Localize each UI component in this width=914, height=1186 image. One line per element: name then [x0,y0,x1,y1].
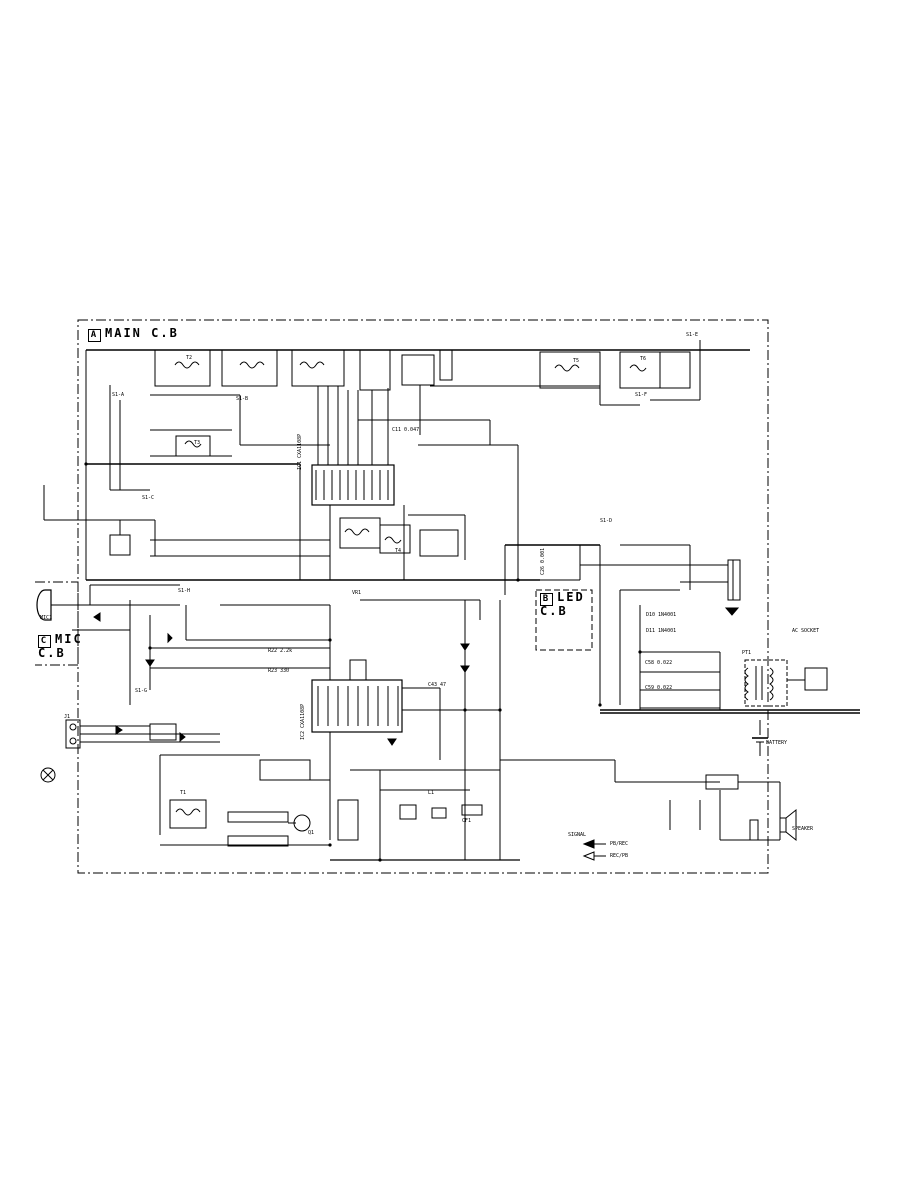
legend-item-1: REC/PB [610,853,629,859]
ic1-label: IC1 CXA1108P [297,433,303,470]
t5-label: T5 [573,358,580,364]
main-board-outline [77,319,769,874]
c58-label: C58 0.022 [645,660,673,666]
left-tuning [43,485,156,556]
rf-section-top-left [109,349,453,491]
t4-label: T4 [395,548,402,554]
q1-label: Q1 [308,830,315,836]
if-stage [150,505,466,580]
legend-item-0: PB/REC [610,841,629,847]
led-board-outline [535,589,593,651]
battery [752,720,768,756]
speaker-output [500,759,797,842]
c59-label: C59 0.022 [645,685,673,691]
input-jacks [40,719,220,783]
speaker-label: SPEAKER [792,826,814,832]
s1a-label: S1-A [112,392,125,398]
cf1-label: CF1 [462,818,472,824]
mic-board-name: MIC C.B [38,632,83,660]
s1d-label: S1-D [600,518,613,524]
s1g-label: S1-G [135,688,148,694]
amp-section [93,600,331,705]
d10-label: D10 1N4001 [646,612,677,618]
t1-label: T1 [180,790,187,796]
mic-section [36,584,180,631]
vr1-label: VR1 [352,590,362,596]
mic1-label: MIC1 [40,615,53,621]
fm-section-top-right [430,340,701,406]
ac-socket-label: AC SOCKET [792,628,820,634]
d11-label: D11 1N4001 [646,628,677,634]
ic2-label: IC2 CXA1108P [300,703,306,740]
bias-osc [159,732,331,847]
c11-label: C11 0.047 [392,427,420,433]
j1-label: J1 [64,714,71,720]
mic-board-outline [35,581,79,666]
main-board-letter: A [88,329,101,342]
c43-label: C43 47 [428,682,447,688]
audio-ic [311,599,501,860]
s1f-label: S1-F [635,392,648,398]
power-supply [504,544,860,714]
bottom-mid [330,769,520,861]
l1-label: L1 [428,790,435,796]
t6-label: T6 [640,356,647,362]
junctions [84,462,642,862]
s1b-label: S1-B [236,396,249,402]
r22-label: R22 2.2k [268,648,293,654]
pt1-label: PT1 [742,650,752,656]
legend-title: SIGNAL [568,832,587,838]
s1h-label: S1-H [178,588,191,594]
c26-label: C26 0.001 [540,547,546,575]
legend-arrows [582,839,606,861]
s1c-label: S1-C [142,495,155,501]
t2-label: T2 [186,355,193,361]
main-board-title: A MAIN C.B [88,326,179,342]
s1e-label: S1-E [686,332,699,338]
tuner-ic [311,464,395,506]
main-board-name: MAIN C.B [105,326,179,340]
battery-label: BATTERY [766,740,788,746]
t3-label: T3 [194,440,201,446]
rf-to-ic-lines [317,385,519,580]
led-board-name: LED C.B [540,590,585,618]
r23-label: R23 330 [268,668,290,674]
